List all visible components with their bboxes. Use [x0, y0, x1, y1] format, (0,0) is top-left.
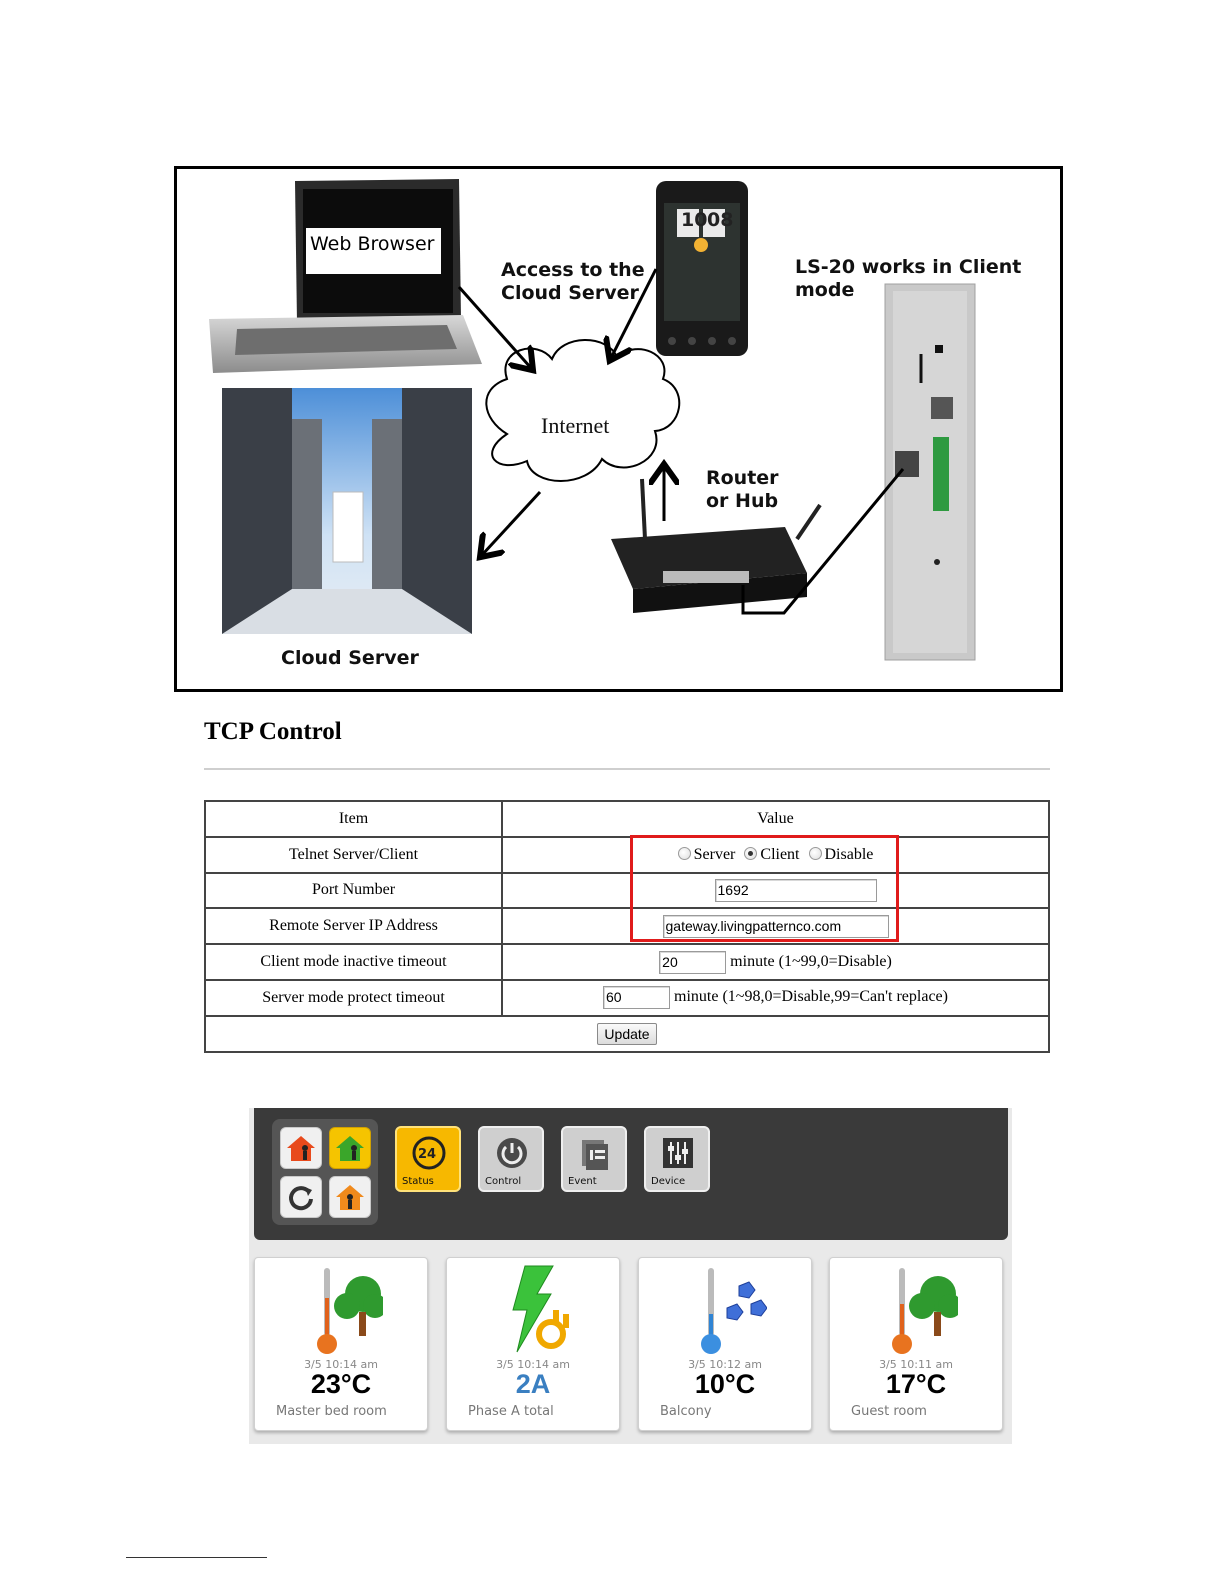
client-timeout-cell: 20 minute (1~99,0=Disable): [502, 944, 1049, 980]
server-timeout-hint: minute (1~98,0=Disable,99=Can't replace): [674, 989, 948, 1006]
sensor-name: Balcony: [660, 1404, 712, 1419]
router-label-line1: Router: [706, 467, 779, 490]
table-row: Client mode inactive timeout 20 minute (…: [205, 944, 1049, 980]
row-label-remote-ip: Remote Server IP Address: [205, 908, 502, 944]
row-label-port: Port Number: [205, 873, 502, 909]
sensor-card-master-bed-room[interactable]: 3/5 10:14 am 23°C Master bed room: [254, 1257, 428, 1431]
device-module-label: Device: [651, 1176, 685, 1187]
dashboard-screenshot: 24 Status Control Event Device 3/5 10:14…: [249, 1108, 1012, 1444]
port-cell: 1692: [502, 873, 1049, 909]
client-timeout-hint: minute (1~99,0=Disable): [730, 953, 892, 970]
internet-cloud-icon: [486, 340, 679, 481]
reading-value: 2A: [447, 1369, 619, 1400]
port-number-input[interactable]: 1692: [715, 879, 877, 902]
event-module-button[interactable]: Event: [561, 1126, 627, 1192]
radio-client-label: Client: [760, 846, 799, 863]
tcp-control-title: TCP Control: [204, 718, 342, 746]
radio-disable[interactable]: [809, 847, 822, 860]
table-row: Update: [205, 1016, 1049, 1052]
clock-24hr-icon: 24: [410, 1134, 448, 1172]
home-away-button[interactable]: [280, 1127, 322, 1169]
network-diagram: Web Browser Access to the Cloud Server L…: [174, 166, 1063, 692]
header-item: Item: [205, 801, 502, 837]
table-row: Server mode protect timeout 60 minute (1…: [205, 980, 1049, 1016]
power-plug-icon: [495, 1264, 575, 1356]
header-value: Value: [502, 801, 1049, 837]
web-browser-label: Web Browser: [310, 233, 434, 256]
ls20-device-icon: [885, 284, 975, 660]
reading-value: 17°C: [830, 1369, 1002, 1400]
table-row: Port Number 1692: [205, 873, 1049, 909]
svg-text:24: 24: [418, 1147, 436, 1162]
update-cell: Update: [205, 1016, 1049, 1052]
house-person-icon: [281, 1128, 321, 1168]
client-timeout-input[interactable]: 20: [659, 951, 726, 974]
row-label-telnet-mode: Telnet Server/Client: [205, 837, 502, 873]
refresh-button[interactable]: [280, 1176, 322, 1218]
update-button[interactable]: Update: [597, 1023, 656, 1045]
dashboard-toolbar: 24 Status Control Event Device: [254, 1108, 1008, 1240]
ls20-label: LS-20 works in Client mode: [795, 256, 1060, 302]
laptop-icon: [209, 179, 482, 373]
server-room-image: [222, 388, 472, 634]
table-row: Telnet Server/Client Server Client Disable: [205, 837, 1049, 873]
control-module-label: Control: [485, 1176, 521, 1187]
power-icon: [493, 1134, 531, 1172]
table-header-row: Item Value: [205, 801, 1049, 837]
status-module-label: Status: [402, 1176, 434, 1187]
radio-client[interactable]: [744, 847, 757, 860]
status-module-button[interactable]: 24 Status: [395, 1126, 461, 1192]
sensor-card-phase-a-total[interactable]: 3/5 10:14 am 2A Phase A total: [446, 1257, 620, 1431]
sensor-name: Phase A total: [468, 1404, 554, 1419]
event-module-label: Event: [568, 1176, 597, 1187]
sensor-name: Master bed room: [276, 1404, 387, 1419]
remote-server-ip-input[interactable]: gateway.livingpatternco.com: [663, 915, 889, 938]
thermometer-tree-icon: [303, 1264, 383, 1356]
phone-icon: [656, 181, 748, 356]
server-timeout-cell: 60 minute (1~98,0=Disable,99=Can't repla…: [502, 980, 1049, 1016]
device-module-button[interactable]: Device: [644, 1126, 710, 1192]
row-label-client-timeout: Client mode inactive timeout: [205, 944, 502, 980]
refresh-icon: [281, 1177, 321, 1217]
house-person-orange-icon: [330, 1177, 370, 1217]
remote-ip-cell: gateway.livingpatternco.com: [502, 908, 1049, 944]
cloud-server-label: Cloud Server: [281, 647, 419, 670]
router-label-line2: or Hub: [706, 490, 778, 513]
home-stay-button[interactable]: [329, 1176, 371, 1218]
radio-disable-label: Disable: [825, 846, 874, 863]
control-module-button[interactable]: Control: [478, 1126, 544, 1192]
phone-clock-minute: 08: [707, 209, 733, 232]
access-label-line2: Cloud Server: [501, 282, 639, 305]
phone-clock-hour: 10: [681, 209, 707, 232]
house-person-green-icon: [330, 1128, 370, 1168]
access-label-line1: Access to the: [501, 259, 645, 282]
telnet-mode-cell: Server Client Disable: [502, 837, 1049, 873]
radio-server[interactable]: [678, 847, 691, 860]
reading-value: 23°C: [255, 1369, 427, 1400]
home-present-button[interactable]: [329, 1127, 371, 1169]
reading-value: 10°C: [639, 1369, 811, 1400]
home-mode-group: [272, 1119, 378, 1225]
internet-label: Internet: [541, 414, 609, 437]
sensor-card-balcony[interactable]: 3/5 10:12 am 10°C Balcony: [638, 1257, 812, 1431]
radio-server-label: Server: [694, 846, 736, 863]
row-label-server-timeout: Server mode protect timeout: [205, 980, 502, 1016]
footnote-rule: [126, 1557, 267, 1558]
server-timeout-input[interactable]: 60: [603, 986, 670, 1009]
sensor-name: Guest room: [851, 1404, 927, 1419]
table-row: Remote Server IP Address gateway.livingp…: [205, 908, 1049, 944]
title-divider: [204, 768, 1050, 770]
event-log-icon: [576, 1134, 614, 1172]
thermometer-tree-icon: [878, 1264, 958, 1356]
thermometer-ice-icon: [687, 1264, 767, 1356]
sliders-icon: [659, 1134, 697, 1172]
sensor-card-guest-room[interactable]: 3/5 10:11 am 17°C Guest room: [829, 1257, 1003, 1431]
